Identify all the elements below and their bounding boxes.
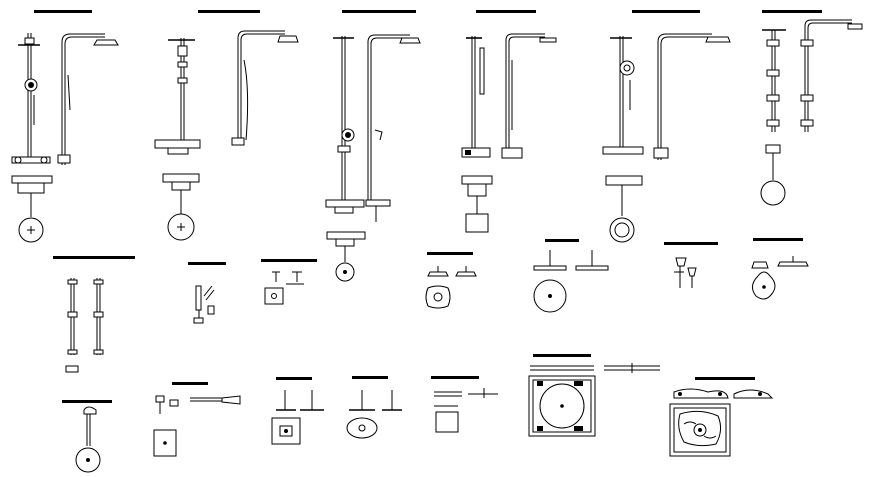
title-bar — [342, 10, 416, 13]
title-bar — [34, 10, 92, 13]
title-bar — [753, 238, 803, 241]
shower-column-4 — [462, 10, 556, 232]
shower-arm — [154, 382, 240, 456]
side-sprays — [664, 242, 718, 288]
title-bar — [261, 259, 317, 262]
ceiling-panel — [529, 354, 660, 436]
title-bar — [545, 239, 579, 242]
title-bar — [53, 256, 135, 259]
hand-shower — [188, 262, 226, 323]
title-bar — [664, 242, 718, 245]
wall-spout — [62, 400, 112, 472]
overhead-shower-1 — [426, 252, 476, 308]
title-bar — [632, 10, 700, 13]
title-bar — [476, 10, 536, 13]
shower-column-6 — [761, 10, 862, 205]
overhead-shower-2 — [534, 239, 608, 312]
title-bar — [427, 252, 473, 255]
title-bar — [431, 376, 479, 379]
title-bar — [188, 262, 226, 265]
title-bar — [172, 382, 208, 385]
title-bar — [352, 376, 388, 379]
rain-shower-plan — [752, 238, 808, 299]
ceiling-shower-2 — [347, 376, 402, 438]
riser-rails — [53, 256, 135, 372]
shower-column-5 — [603, 10, 730, 242]
shower-column-1 — [12, 10, 118, 242]
title-bar — [198, 10, 260, 13]
shower-column-3 — [326, 10, 420, 281]
shower-bar — [431, 376, 498, 432]
title-bar — [276, 377, 312, 380]
bathtub-set — [670, 377, 772, 456]
ceiling-shower-1 — [272, 377, 324, 444]
concealed-valve — [261, 259, 317, 304]
title-bar — [695, 377, 755, 380]
title-bar — [762, 10, 822, 13]
shower-column-2 — [155, 10, 298, 240]
title-bar — [533, 354, 591, 357]
title-bar — [62, 400, 112, 403]
